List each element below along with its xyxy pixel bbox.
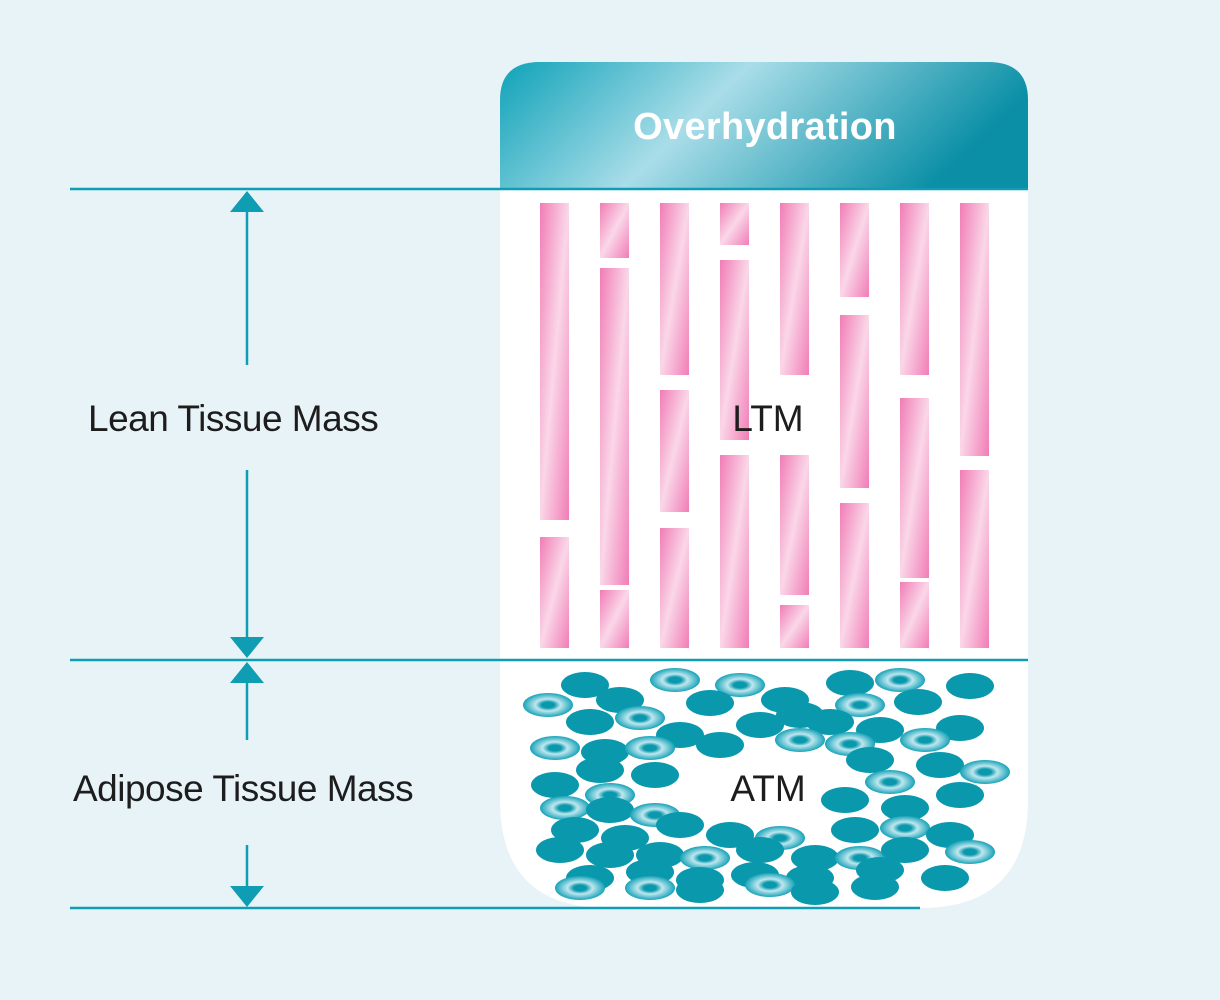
fat-cell-icon bbox=[530, 736, 580, 760]
fat-cell-icon bbox=[686, 690, 734, 716]
fat-cell-icon bbox=[936, 782, 984, 808]
fat-cell-icon bbox=[946, 673, 994, 699]
fat-cell-icon bbox=[865, 770, 915, 794]
fat-cell-icon bbox=[835, 693, 885, 717]
muscle-fiber-icon bbox=[540, 203, 569, 520]
fat-cell-icon bbox=[566, 709, 614, 735]
ltm-label: LTM bbox=[732, 398, 804, 439]
fat-cell-icon bbox=[791, 879, 839, 905]
fat-cell-icon bbox=[625, 876, 675, 900]
fat-cell-icon bbox=[846, 747, 894, 773]
adipose-tissue-mass-label: Adipose Tissue Mass bbox=[73, 768, 414, 809]
muscle-fiber-icon bbox=[960, 203, 989, 456]
arrow-down-icon bbox=[230, 637, 264, 658]
fat-cell-icon bbox=[555, 876, 605, 900]
fat-cell-icon bbox=[615, 706, 665, 730]
fat-cell-icon bbox=[551, 817, 599, 843]
muscle-fiber-icon bbox=[960, 470, 989, 648]
fat-cell-icon bbox=[536, 837, 584, 863]
fat-cell-icon bbox=[523, 693, 573, 717]
fat-cell-icon bbox=[821, 787, 869, 813]
atm-label: ATM bbox=[730, 768, 806, 809]
fat-cell-icon bbox=[676, 877, 724, 903]
fat-cell-icon bbox=[656, 812, 704, 838]
fat-cell-icon bbox=[736, 712, 784, 738]
fat-cell-icon bbox=[936, 715, 984, 741]
fat-cell-icon bbox=[650, 668, 700, 692]
muscle-fiber-icon bbox=[900, 582, 929, 648]
fat-cell-icon bbox=[831, 817, 879, 843]
fat-cell-icon bbox=[561, 672, 609, 698]
muscle-fiber-icon bbox=[780, 455, 809, 595]
muscle-fiber-icon bbox=[540, 537, 569, 648]
fat-cell-icon bbox=[531, 772, 579, 798]
fat-cell-icon bbox=[945, 840, 995, 864]
fat-cell-icon bbox=[881, 837, 929, 863]
muscle-fiber-icon bbox=[600, 268, 629, 585]
muscle-fiber-icon bbox=[600, 203, 629, 258]
muscle-fiber-icon bbox=[780, 203, 809, 375]
fat-cell-icon bbox=[806, 709, 854, 735]
fat-cell-icon bbox=[631, 762, 679, 788]
arrow-up-icon bbox=[230, 191, 264, 212]
fat-cell-icon bbox=[745, 873, 795, 897]
fat-cell-icon bbox=[900, 728, 950, 752]
fat-cell-icon bbox=[881, 795, 929, 821]
muscle-fiber-icon bbox=[660, 390, 689, 512]
fat-cell-icon bbox=[586, 797, 634, 823]
muscle-fiber-icon bbox=[720, 260, 749, 440]
fat-cell-icon bbox=[540, 796, 590, 820]
fat-cell-icon bbox=[851, 874, 899, 900]
fat-cell-icon bbox=[880, 816, 930, 840]
fat-cell-icon bbox=[680, 846, 730, 870]
fat-cell-icon bbox=[916, 752, 964, 778]
fat-cell-icon bbox=[775, 728, 825, 752]
fat-cell-icon bbox=[586, 842, 634, 868]
fat-cell-icon bbox=[960, 760, 1010, 784]
muscle-fiber-icon bbox=[600, 590, 629, 648]
fat-cell-icon bbox=[921, 865, 969, 891]
overhydration-header bbox=[500, 62, 1028, 190]
arrow-down-icon bbox=[230, 886, 264, 907]
fat-cell-icon bbox=[791, 845, 839, 871]
muscle-fiber-icon bbox=[660, 528, 689, 648]
lean-tissue-mass-label: Lean Tissue Mass bbox=[88, 398, 379, 439]
muscle-fiber-icon bbox=[840, 315, 869, 488]
fat-cell-group bbox=[523, 668, 1010, 905]
muscle-fiber-icon bbox=[840, 203, 869, 297]
fat-cell-icon bbox=[715, 673, 765, 697]
muscle-fiber-icon bbox=[720, 203, 749, 245]
muscle-fiber-icon bbox=[900, 203, 929, 375]
muscle-fiber-icon bbox=[780, 605, 809, 648]
header-title: Overhydration bbox=[633, 106, 897, 148]
fat-cell-icon bbox=[736, 837, 784, 863]
muscle-fiber-icon bbox=[720, 455, 749, 648]
fat-cell-icon bbox=[696, 732, 744, 758]
muscle-fiber-icon bbox=[840, 503, 869, 648]
muscle-fiber-icon bbox=[900, 398, 929, 578]
muscle-fiber-icon bbox=[660, 203, 689, 375]
fat-cell-icon bbox=[625, 736, 675, 760]
muscle-fiber-group bbox=[540, 203, 989, 648]
fat-cell-icon bbox=[596, 687, 644, 713]
fat-cell-icon bbox=[875, 668, 925, 692]
arrow-up-icon bbox=[230, 662, 264, 683]
fat-cell-icon bbox=[894, 689, 942, 715]
fat-cell-icon bbox=[576, 757, 624, 783]
fat-cell-icon bbox=[826, 670, 874, 696]
